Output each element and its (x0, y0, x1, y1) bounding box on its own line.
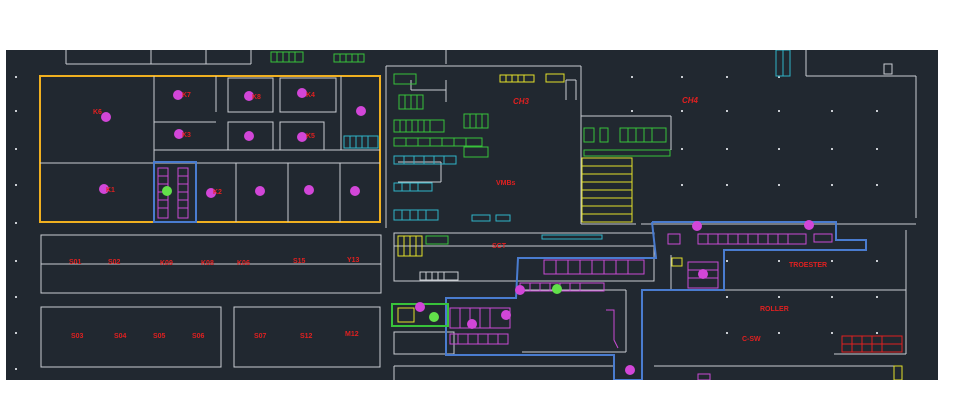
marker-dot (350, 186, 360, 196)
marker-dot-green (429, 312, 439, 322)
route-path (445, 221, 867, 380)
highlight-cell (153, 161, 197, 223)
label-s07: S07 (254, 333, 267, 340)
label-k09: K09 (160, 260, 173, 267)
marker-dot (692, 221, 702, 231)
label-ch3: CH3 (513, 97, 530, 106)
marker-dot (698, 269, 708, 279)
marker-dot (244, 131, 254, 141)
marker-dot (415, 302, 425, 312)
label-s03: S03 (71, 333, 84, 340)
label-k08: K08 (201, 260, 214, 267)
top-racks (270, 50, 893, 77)
label-s15: S15 (293, 258, 306, 265)
label-k4: K4 (306, 92, 315, 99)
label-ch4: CH4 (682, 96, 699, 105)
marker-dot (297, 88, 307, 98)
marker-dot-green (552, 284, 562, 294)
label-s12: S12 (300, 333, 313, 340)
ch4-yellow-shelves (581, 157, 633, 223)
location-markers (99, 88, 814, 375)
label-y13: Y13 (347, 257, 360, 264)
marker-dot (174, 129, 184, 139)
label-s02: S02 (108, 259, 121, 266)
marker-dot (356, 106, 366, 116)
label-k5: K5 (306, 133, 315, 140)
marker-dot (255, 186, 265, 196)
label-k8: K8 (252, 94, 261, 101)
floor-plan-drawing: K6 K7 K8 K4 K5 K3 K2 K1 CH3 CH4 VMBs SCT… (15, 50, 917, 380)
marker-dot (101, 112, 111, 122)
marker-dot (515, 285, 525, 295)
label-k06: K06 (237, 260, 250, 267)
column-markers (15, 76, 878, 370)
label-s01: S01 (69, 259, 82, 266)
marker-dot (244, 91, 254, 101)
label-k6: K6 (93, 109, 102, 116)
misc-racks (391, 235, 903, 380)
yellow-zone (39, 75, 381, 223)
label-roller: ROLLER (760, 306, 789, 313)
label-m12: M12 (345, 331, 359, 338)
label-sct: SCT (492, 243, 507, 250)
label-k3: K3 (182, 132, 191, 139)
marker-dot (206, 188, 216, 198)
marker-dot (297, 132, 307, 142)
ch3-cyan-racks (393, 155, 603, 240)
marker-dot (625, 365, 635, 375)
label-s04: S04 (114, 333, 127, 340)
marker-dot (304, 185, 314, 195)
marker-dot (99, 184, 109, 194)
marker-dot (804, 220, 814, 230)
label-vmbs: VMBs (496, 180, 516, 187)
label-troester: TROESTER (789, 262, 827, 269)
label-k1: K1 (106, 187, 115, 194)
cad-floor-plan: K6 K7 K8 K4 K5 K3 K2 K1 CH3 CH4 VMBs SCT… (6, 50, 938, 380)
zone-labels: K6 K7 K8 K4 K5 K3 K2 K1 CH3 CH4 VMBs SCT… (69, 92, 827, 343)
ch3-yellow-shelves (499, 73, 565, 83)
marker-dot (173, 90, 183, 100)
marker-dot-green (162, 186, 172, 196)
ch4-racks (583, 127, 671, 157)
label-s05: S05 (153, 333, 166, 340)
marker-dot (467, 319, 477, 329)
label-s06: S06 (192, 333, 205, 340)
marker-dot (501, 310, 511, 320)
label-csw: C-SW (742, 336, 761, 343)
label-k2: K2 (213, 189, 222, 196)
ch3-racks (393, 73, 489, 158)
label-k7: K7 (182, 92, 191, 99)
